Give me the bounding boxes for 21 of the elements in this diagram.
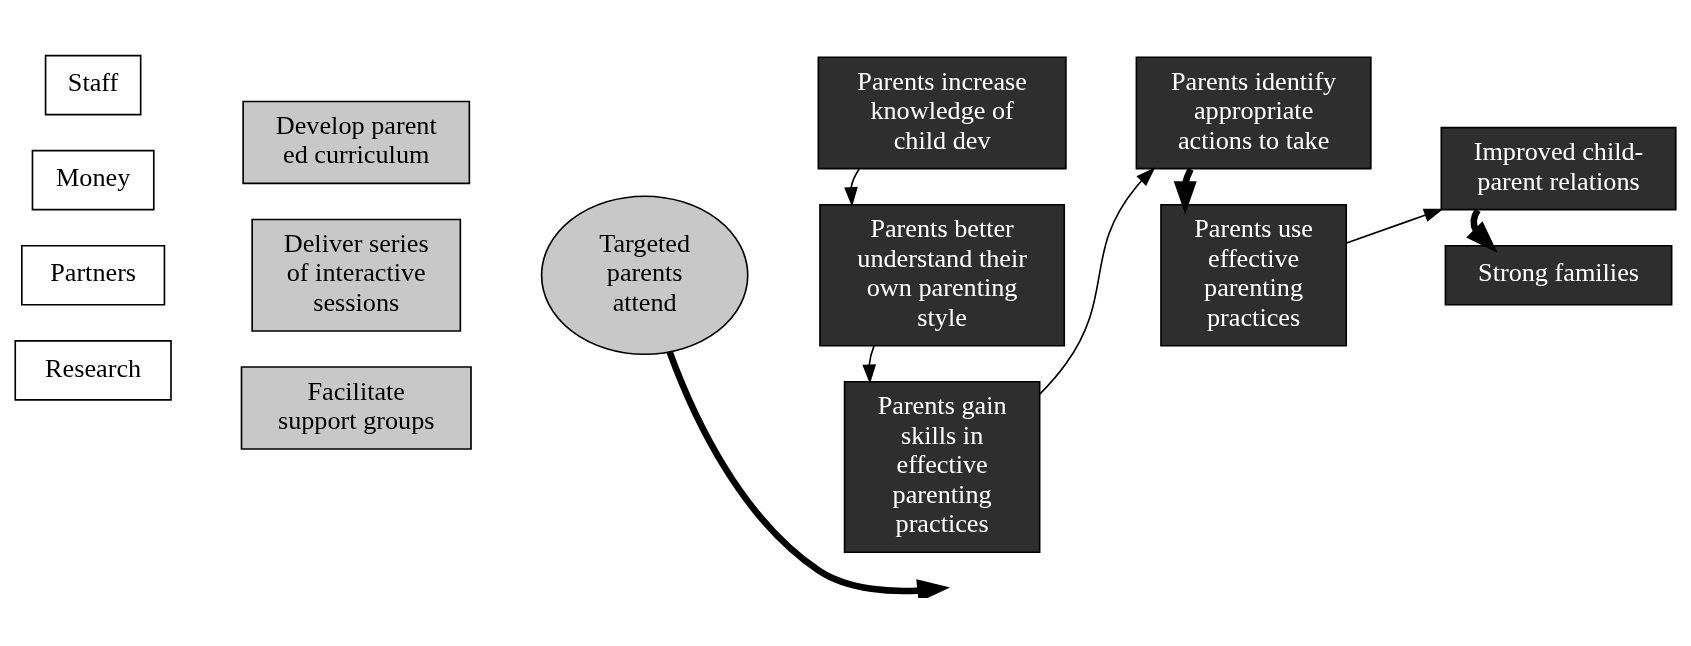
node-box: Money [31,149,155,210]
node-box: Partners [21,244,166,306]
node-box: Parents identify appropriate actions to take [1135,55,1372,169]
node-box: Deliver series of interactive sessions [251,218,462,332]
node-box: Staff [44,54,142,115]
arrow [1038,166,1156,395]
node-box: Facilitate support groups [240,365,472,450]
node-box: Research [14,339,172,401]
arrow [1345,208,1444,244]
arrow [1466,207,1498,253]
arrow [862,344,877,384]
arrow [844,167,860,207]
node-box: Develop parent ed curriculum [242,100,471,184]
node-box: Improved child-parent relations [1440,126,1677,210]
node-box: Parents gain skills in effective parenting practices [843,380,1041,553]
node-ellipse: Targeted parents attend [540,194,749,355]
node-box: Parents use effective parenting practices [1160,203,1348,347]
node-box: Parents increase knowledge of child dev [817,55,1067,169]
arrow [666,350,951,598]
node-box: Strong families [1444,244,1673,306]
node-box: Parents better understand their own parenting style [819,203,1066,347]
